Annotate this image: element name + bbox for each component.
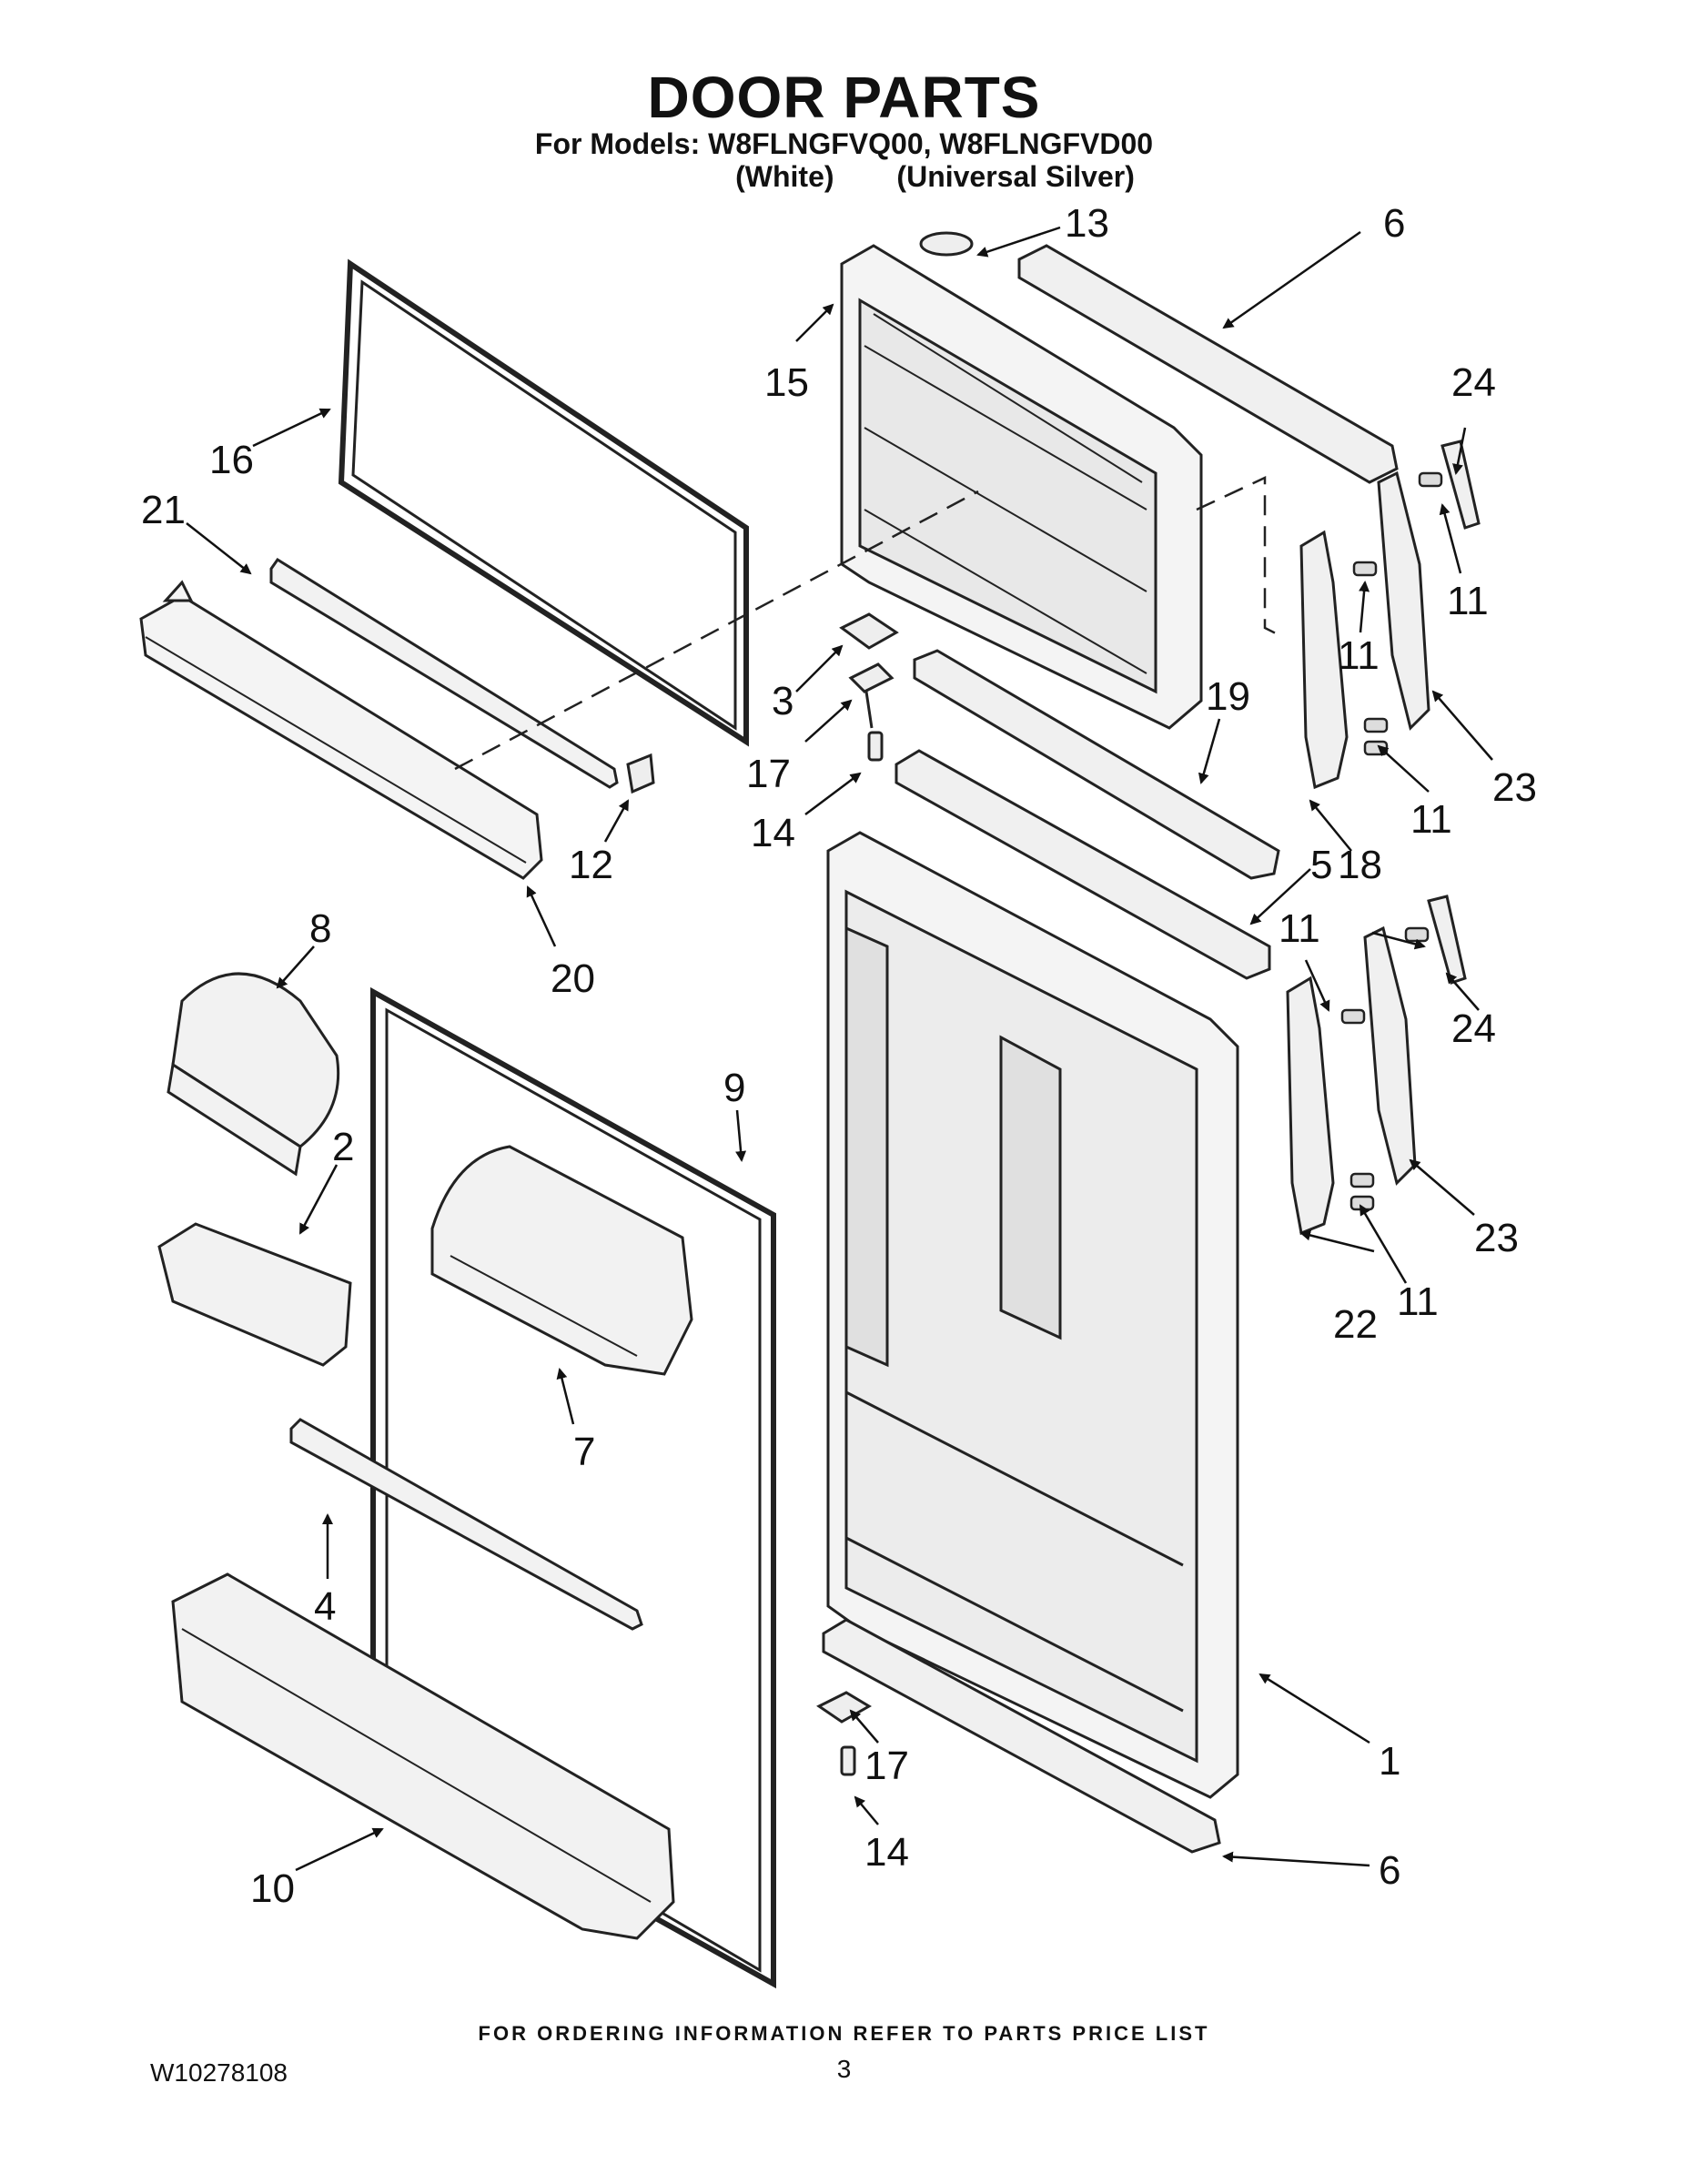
callout-16: 16 — [209, 438, 254, 482]
door-trim-19 — [913, 649, 1280, 880]
door-trim-5 — [895, 749, 1271, 980]
callout-11-a: 11 — [1447, 579, 1489, 623]
callout-14-upper: 14 — [751, 811, 795, 855]
callout-21: 21 — [141, 488, 186, 532]
callout-17-upper: 17 — [746, 752, 791, 796]
color-white: (White) — [735, 160, 834, 193]
door-bin-7 — [430, 1145, 693, 1376]
callout-15: 15 — [764, 360, 809, 405]
door-bin-2 — [157, 1222, 352, 1367]
callout-2: 2 — [332, 1125, 354, 1169]
freezer-door — [840, 244, 1203, 730]
callout-24-lower: 24 — [1451, 1006, 1496, 1051]
dairy-cover-8 — [167, 972, 340, 1177]
callout-11-c: 11 — [1410, 797, 1452, 842]
color-silver: (Universal Silver) — [896, 160, 1135, 193]
shelf-clip-12 — [626, 753, 655, 794]
callout-5: 5 — [1310, 843, 1332, 887]
fresh-food-door — [826, 831, 1239, 1799]
callout-14-lower: 14 — [864, 1830, 909, 1875]
callout-11-d: 11 — [1279, 906, 1320, 951]
callout-23-lower: 23 — [1474, 1216, 1519, 1260]
callout-1: 1 — [1379, 1739, 1400, 1784]
callout-4: 4 — [314, 1584, 336, 1629]
page-number: 3 — [836, 2055, 852, 2083]
handle-upper — [1299, 440, 1481, 790]
callout-9: 9 — [723, 1066, 745, 1110]
document-number: W10278108 — [150, 2058, 288, 2087]
callout-11-b: 11 — [1338, 633, 1380, 678]
shelf-trim-21 — [269, 557, 619, 789]
callout-11-e: 11 — [1397, 1279, 1439, 1324]
callout-3: 3 — [772, 679, 793, 723]
shelf-trim-4 — [289, 1418, 643, 1631]
fresh-food-gasket — [370, 986, 776, 1989]
callout-17-lower: 17 — [864, 1744, 909, 1788]
hinge-parts-upper — [839, 612, 899, 762]
model-colors: (White) (Universal Silver) — [0, 160, 1688, 194]
callout-8: 8 — [309, 906, 331, 951]
callout-12: 12 — [569, 843, 613, 887]
callout-10: 10 — [250, 1866, 295, 1911]
callout-18: 18 — [1338, 843, 1382, 887]
page-title: DOOR PARTS — [647, 65, 1041, 130]
door-trim-upper — [1017, 244, 1399, 484]
freezer-gasket — [338, 258, 749, 747]
callout-leaders — [186, 226, 1493, 1872]
door-bin-10 — [171, 1572, 675, 1940]
callout-19: 19 — [1206, 674, 1250, 719]
callout-24-upper: 24 — [1451, 360, 1496, 405]
callout-7: 7 — [573, 1430, 595, 1474]
plug-13 — [919, 231, 974, 257]
callout-22: 22 — [1333, 1302, 1378, 1347]
callout-6-lower: 6 — [1379, 1848, 1400, 1893]
callout-23-upper: 23 — [1492, 765, 1537, 810]
callout-6-upper: 6 — [1383, 201, 1405, 246]
freezer-shelf-20 — [139, 580, 543, 880]
callout-20: 20 — [551, 956, 595, 1001]
hinge-parts-lower — [816, 1691, 872, 1776]
alignment-lines — [454, 476, 1284, 771]
models-line: For Models: W8FLNGFVQ00, W8FLNGFVD00 — [534, 127, 1154, 160]
callout-13: 13 — [1065, 201, 1109, 246]
door-trim-lower — [822, 1618, 1221, 1854]
ordering-note: FOR ORDERING INFORMATION REFER TO PARTS … — [478, 2022, 1210, 2045]
